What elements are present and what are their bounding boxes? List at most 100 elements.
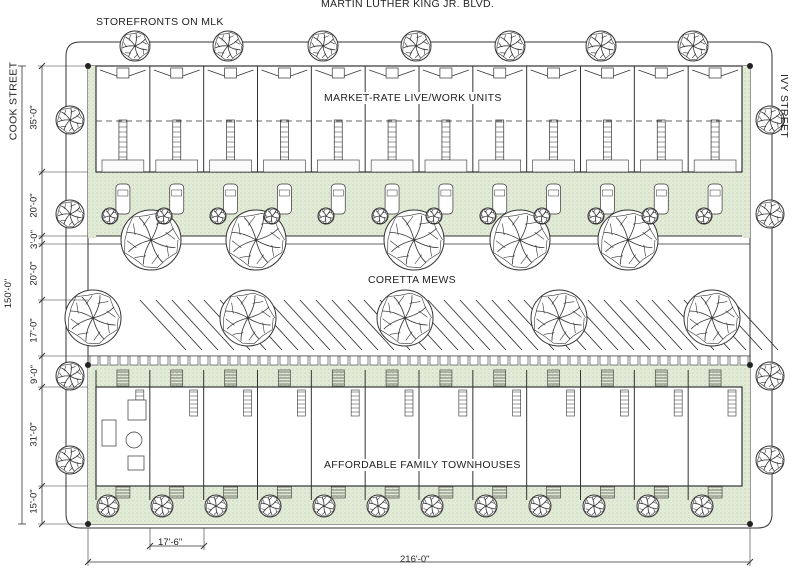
car-icon: [115, 183, 131, 215]
car-icon: [223, 183, 238, 215]
tree-icon: [55, 105, 85, 135]
dim-35: 35'-0": [28, 105, 40, 130]
paver: [679, 355, 689, 366]
market-units-label: MARKET-RATE LIVE/WORK UNITS: [322, 92, 504, 104]
paver: [649, 355, 659, 366]
tree-icon: [55, 361, 85, 391]
entry-door: [170, 67, 184, 79]
dim-9: 9'-0": [28, 365, 40, 384]
stair: [512, 389, 521, 417]
parking-stripe: [267, 299, 315, 351]
paver: [249, 355, 259, 366]
entry-door: [547, 67, 560, 79]
car-icon: [492, 183, 508, 215]
rear-stoop: [223, 485, 238, 499]
rear-stoop: [330, 485, 346, 499]
furniture-kitchen: [127, 399, 147, 421]
corner-marker: [85, 362, 91, 368]
rear-stoop: [546, 485, 561, 499]
tree-icon: [155, 207, 173, 225]
paver: [119, 355, 129, 366]
paver: [329, 355, 339, 366]
tree-icon: [528, 494, 552, 518]
paver: [619, 355, 629, 366]
car-icon: [653, 183, 669, 215]
paver: [139, 355, 149, 366]
dim-3: 3'-0": [28, 230, 40, 249]
corner-marker: [85, 63, 91, 69]
corner-marker: [85, 521, 91, 527]
stair: [350, 389, 360, 417]
paver: [309, 355, 319, 366]
paver: [379, 355, 389, 366]
stair: [620, 389, 629, 417]
rear-stoop: [653, 485, 669, 499]
paver: [689, 355, 699, 366]
parking-stripe: [587, 299, 635, 351]
paver: [219, 355, 229, 366]
tree-icon: [263, 207, 281, 225]
paver: [429, 355, 439, 366]
tree-icon: [641, 207, 659, 225]
tree-icon: [119, 30, 151, 62]
paver: [609, 355, 619, 366]
tree-icon: [376, 289, 434, 347]
tree-icon: [101, 207, 119, 225]
stair: [727, 389, 737, 417]
corner-marker: [747, 63, 753, 69]
parking-stripe: [155, 299, 203, 351]
stoop: [224, 369, 237, 387]
paver: [519, 355, 529, 366]
paver: [129, 355, 139, 366]
dim-150: 150'-0": [3, 278, 15, 309]
tree-icon: [582, 494, 606, 518]
parking-stripe: [187, 299, 235, 351]
paver: [319, 355, 329, 366]
paver: [159, 355, 169, 366]
stoop: [493, 369, 507, 387]
car-icon: [707, 183, 723, 215]
parking-stripe: [635, 299, 683, 351]
tree-icon: [371, 207, 389, 225]
tree-icon: [755, 199, 785, 229]
parking-stripe: [619, 299, 667, 351]
paver: [469, 355, 479, 366]
entry-door: [385, 67, 399, 79]
car-icon: [277, 183, 292, 215]
paver: [549, 355, 559, 366]
paver: [659, 355, 669, 366]
dim-17: 17'-0": [28, 318, 40, 343]
rear-stoop: [600, 485, 615, 499]
paver: [739, 355, 749, 366]
street-name-north: MARTIN LUTHER KING JR. BLVD.: [321, 0, 495, 10]
tree-icon: [479, 207, 497, 225]
paver: [729, 355, 739, 366]
paver: [579, 355, 589, 366]
corner-marker: [747, 362, 753, 368]
paver: [509, 355, 519, 366]
paver: [359, 355, 369, 366]
paver: [339, 355, 349, 366]
paver: [589, 355, 599, 366]
parking-stripe: [443, 299, 491, 351]
paver: [449, 355, 459, 366]
car-icon: [600, 183, 615, 215]
tree-icon: [677, 30, 709, 62]
parking-stripe: [299, 299, 347, 351]
tree-icon: [474, 494, 498, 518]
paver: [149, 355, 159, 366]
tree-icon: [597, 209, 659, 271]
parking-stripe: [171, 299, 219, 351]
parking-stripe: [651, 299, 699, 351]
rear-stoop: [438, 485, 454, 499]
entry-door: [278, 67, 291, 79]
tree-icon: [533, 207, 551, 225]
tree-icon: [530, 289, 588, 347]
tree-icon: [400, 30, 432, 62]
dim-unit-width: 17'-6": [158, 537, 183, 548]
paver: [669, 355, 679, 366]
rear-stoop: [384, 485, 400, 499]
paver: [109, 355, 119, 366]
paver: [229, 355, 239, 366]
tree-icon: [366, 494, 390, 518]
